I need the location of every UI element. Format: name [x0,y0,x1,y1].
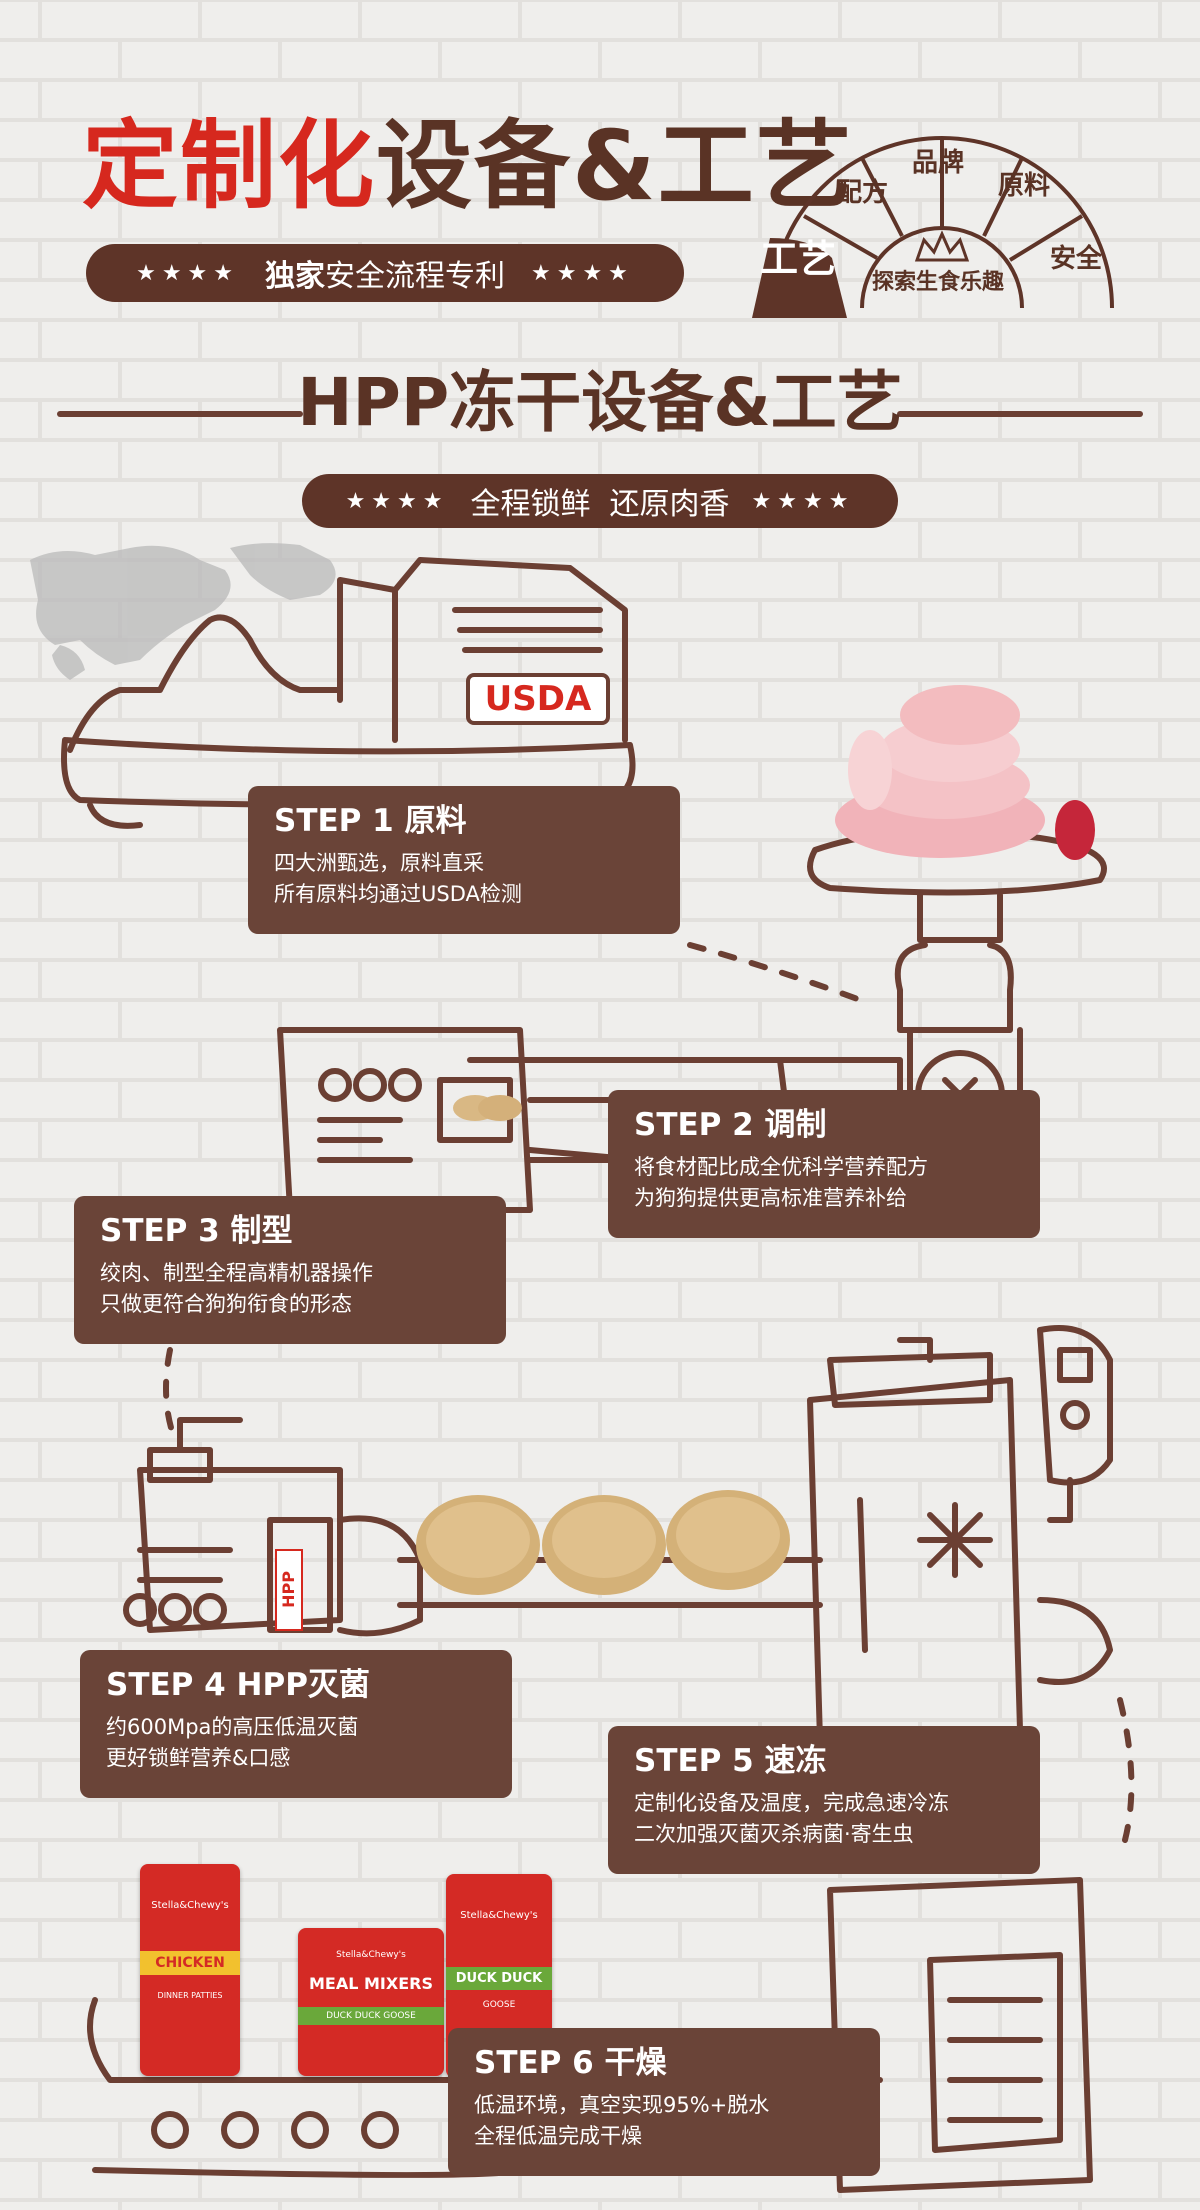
step-5-card: STEP 5 速冻 定制化设备及温度，完成急速冷冻 二次加强灭菌灭杀病菌·寄生虫 [608,1726,1040,1874]
section-title: HPP冻干设备&工艺 [297,364,903,441]
step-3-line2: 只做更符合狗狗衔食的形态 [100,1291,352,1316]
step-4-line2: 更好锁鲜营养&口感 [106,1745,291,1770]
step-6-line1: 低温环境，真空实现95%+脱水 [474,2093,770,2118]
patties-image [416,1490,790,1595]
step-1-card: STEP 1 原料 四大洲甄选，原料直采 所有原料均通过USDA检测 [248,786,680,934]
product-sub: GOOSE [482,2000,516,2010]
badge-segment-safety: 安全 [1050,244,1103,274]
world-map-icon [30,543,336,680]
step-4-line1: 约600Mpa的高压低温灭菌 [106,1715,359,1740]
product-bag-chicken: Stella&Chewy's CHICKEN DINNER PATTIES [140,1864,240,2076]
stars-left-icon: ★★★★ [136,260,239,286]
patent-bold: 独家 [265,259,325,294]
badge-segment-formula: 配方 [836,178,889,208]
step-3-card: STEP 3 制型 绞肉、制型全程高精机器操作 只做更符合狗狗衔食的形态 [74,1196,506,1344]
badge-segment-brand: 品牌 [912,148,965,178]
step-3-title: STEP 3 制型 [100,1213,293,1249]
product-brand: Stella&Chewy's [460,1910,538,1921]
step-2-line1: 将食材配比成全优科学营养配方 [634,1155,928,1180]
step-5-line2: 二次加强灭菌灭杀病菌·寄生虫 [634,1821,914,1846]
badge-segment-ingredients: 原料 [998,171,1051,201]
feature-badge [752,136,1114,318]
section-pill-text: 全程锁鲜 还原肉香 [470,487,730,522]
step-1-line2: 所有原料均通过USDA检测 [274,881,522,906]
raw-meat-image [835,685,1095,860]
step-5-title: STEP 5 速冻 [634,1743,827,1779]
step-2-card: STEP 2 调制 将食材配比成全优科学营养配方 为狗狗提供更高标准营养补给 [608,1090,1040,1238]
page-title-red: 定制化 [82,110,376,222]
step-6-line2: 全程低温完成干燥 [474,2123,642,2148]
badge-center: 工艺 [760,237,837,281]
product-brand: Stella&Chewy's [151,1900,229,1911]
step-2-title: STEP 2 调制 [634,1107,827,1143]
product-sub: DUCK DUCK GOOSE [298,2007,444,2025]
step-4-card: STEP 4 HPP灭菌 约600Mpa的高压低温灭菌 更好锁鲜营养&口感 [80,1650,512,1798]
usda-label: USDA [484,679,592,719]
stars-right-icon: ★★★★ [531,260,634,286]
step-5-line1: 定制化设备及温度，完成急速冷冻 [634,1791,949,1816]
patent-pill: ★★★★ 独家安全流程专利 ★★★★ [86,244,684,302]
page-title-brown: 设备&工艺 [376,110,854,222]
product-name: MEAL MIXERS [309,1974,433,1993]
page-title: 定制化设备&工艺 [82,118,854,214]
hpp-label: HPP [278,1571,298,1608]
badge-caption: 探索生食乐趣 [872,270,1005,295]
product-name: DUCK DUCK [446,1967,552,1990]
product-bag-meal-mixers: Stella&Chewy's MEAL MIXERS DUCK DUCK GOO… [298,1928,444,2076]
patent-rest: 安全流程专利 [325,259,505,294]
step-1-line1: 四大洲甄选，原料直采 [274,851,484,876]
step-1-title: STEP 1 原料 [274,803,467,839]
stars-right-icon: ★★★★ [751,488,855,514]
step-2-line2: 为狗狗提供更高标准营养补给 [634,1185,907,1210]
product-name: CHICKEN [140,1951,240,1975]
step-4-title: STEP 4 HPP灭菌 [106,1667,370,1703]
patent-text: 独家安全流程专利 [265,251,505,295]
step-3-line1: 绞肉、制型全程高精机器操作 [100,1261,373,1286]
section-pill: ★★★★ 全程锁鲜 还原肉香 ★★★★ [302,474,898,528]
stars-left-icon: ★★★★ [345,488,449,514]
product-brand: Stella&Chewy's [336,1950,406,1960]
product-sub: DINNER PATTIES [157,1991,223,2000]
step-6-card: STEP 6 干燥 低温环境，真空实现95%+脱水 全程低温完成干燥 [448,2028,880,2176]
crown-icon [914,230,970,262]
step-6-title: STEP 6 干燥 [474,2045,667,2081]
